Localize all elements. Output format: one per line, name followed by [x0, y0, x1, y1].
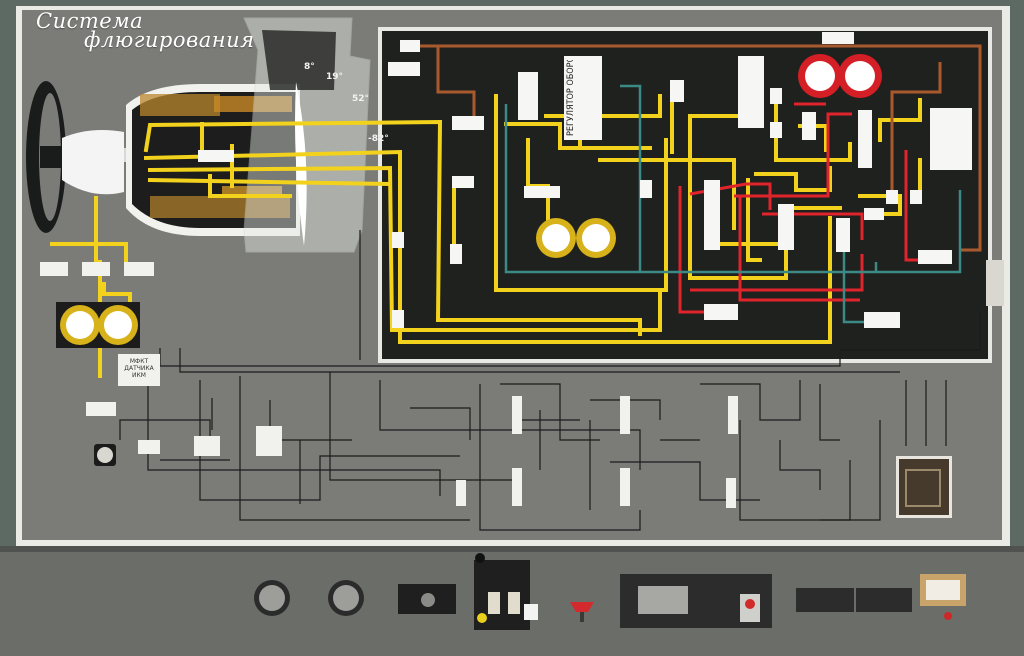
electric-circuit	[119, 230, 981, 531]
sensor-card-line-3: ИКМ	[132, 372, 146, 379]
brown-lines	[416, 44, 982, 252]
schematic-blocks	[198, 32, 972, 328]
blade-angle-19: 19°	[326, 72, 344, 82]
gear-pump-center	[536, 218, 616, 258]
console-gauge-1	[254, 580, 290, 616]
blade-angle-8: 8°	[304, 62, 315, 72]
sensor-card-line-1: МФКТ	[129, 358, 149, 365]
console-selector[interactable]	[398, 584, 456, 614]
board-cards	[40, 262, 738, 508]
title-line-1: Система	[36, 9, 144, 33]
title-line-2: флюгирования	[84, 28, 255, 52]
sensor-card-line-2: ДАТЧИКА	[124, 365, 154, 372]
blade-angle-card	[243, 17, 371, 253]
red-valve-handle[interactable]	[570, 602, 594, 622]
console-switch-row[interactable]	[796, 588, 912, 612]
edge-strip	[986, 260, 1004, 306]
gear-pump-left	[56, 302, 140, 348]
photo-block	[896, 456, 952, 518]
console-control-panel[interactable]	[620, 574, 772, 628]
regulator-label: РЕГУЛЯТОР ОБОРОТОВ	[566, 60, 576, 136]
console-gauge-2	[328, 580, 364, 616]
sensor-card-label: МФКТ ДАТЧИКА ИКМ	[120, 358, 158, 386]
blade-angle-52: 52°	[352, 94, 370, 104]
blade-angle-minus-82: -82°	[368, 134, 389, 144]
propeller-assembly	[26, 81, 146, 233]
propeller-spinner	[62, 130, 124, 195]
warning-lamp	[920, 574, 966, 620]
pressure-gauge-small	[94, 444, 116, 466]
gear-pump-right	[798, 54, 882, 98]
console-lever-unit[interactable]	[474, 553, 538, 630]
panel-title: Система флюгирования	[36, 9, 255, 52]
